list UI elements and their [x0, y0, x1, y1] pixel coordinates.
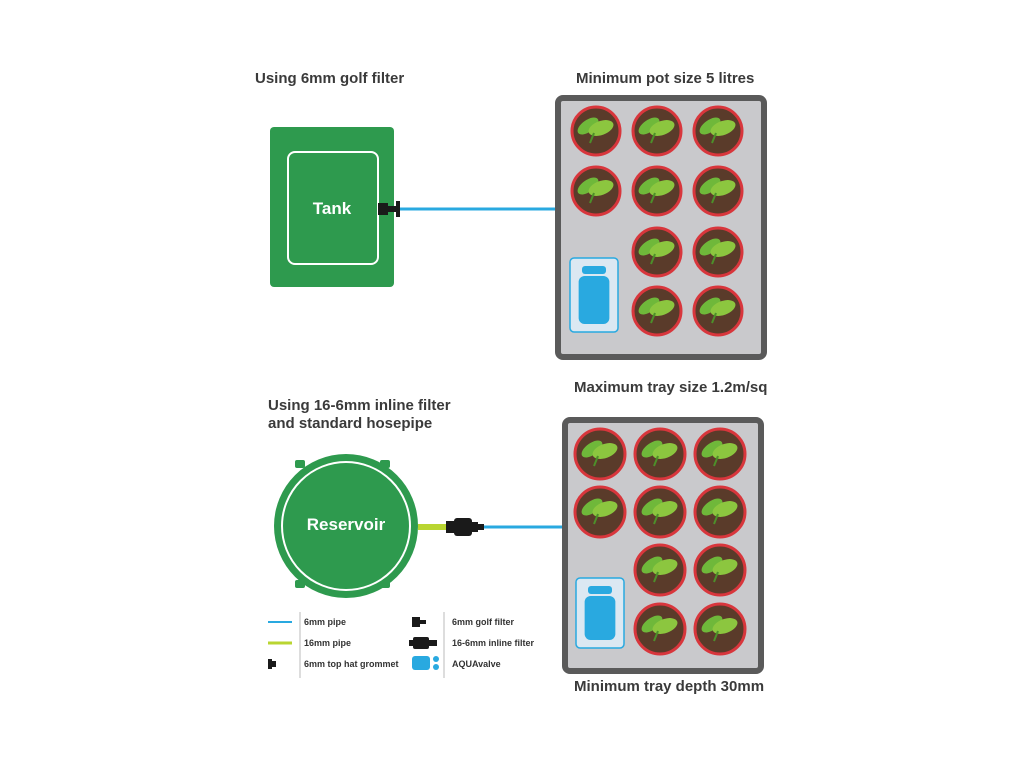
aquavalve	[569, 257, 619, 333]
caption-min-pot-size: Minimum pot size 5 litres	[576, 70, 755, 87]
seedling-icon	[701, 615, 738, 642]
legend-aquavalve-label: AQUAvalve	[452, 659, 501, 669]
plant-pot	[633, 602, 687, 656]
plant-pot	[570, 165, 622, 217]
seedling-icon	[641, 615, 678, 642]
caption-min-tray-depth: Minimum tray depth 30mm	[574, 678, 765, 695]
seedling-icon	[641, 556, 678, 583]
caption-inline-filter-line2: and standard hosepipe	[268, 415, 433, 432]
caption-golf-filter: Using 6mm golf filter	[255, 70, 405, 87]
seedling-icon	[641, 440, 678, 467]
seedling-icon	[701, 498, 738, 525]
plant-pot	[692, 226, 744, 278]
plant-pot	[631, 165, 683, 217]
seedling-icon	[699, 177, 736, 204]
seedling-icon	[581, 440, 618, 467]
caption-inline-filter-line1: Using 16-6mm inline filter	[268, 397, 451, 414]
golf-filter-icon	[378, 201, 400, 217]
plant-pot	[633, 427, 687, 481]
plant-pot	[633, 485, 687, 539]
seedling-icon	[638, 177, 675, 204]
legend-golf-filter-icon	[412, 617, 426, 627]
plant-pot	[692, 285, 744, 337]
plant-pot	[570, 105, 622, 157]
plant-pot	[631, 285, 683, 337]
seedling-icon	[701, 440, 738, 467]
legend-golf-filter-label: 6mm golf filter	[452, 617, 515, 627]
plant-pot	[693, 602, 747, 656]
plant-pot	[693, 427, 747, 481]
plant-pot	[573, 485, 627, 539]
legend-6mm-pipe-label: 6mm pipe	[304, 617, 347, 627]
plant-pot	[692, 165, 744, 217]
aquavalve	[575, 577, 625, 649]
seedling-icon	[638, 117, 675, 144]
reservoir-label: Reservoir	[306, 515, 386, 534]
inline-filter-icon	[446, 518, 484, 536]
seedling-icon	[699, 117, 736, 144]
plant-pot	[631, 226, 683, 278]
tank: Tank	[270, 127, 394, 287]
seedling-icon	[581, 498, 618, 525]
tank-label: Tank	[312, 199, 352, 218]
legend-inline-filter-icon	[409, 637, 437, 649]
seedling-icon	[701, 556, 738, 583]
plant-pot	[633, 543, 687, 597]
legend-16mm-pipe-label: 16mm pipe	[304, 638, 352, 648]
plant-pot	[693, 485, 747, 539]
seedling-icon	[699, 297, 736, 324]
seedling-icon	[577, 117, 614, 144]
plant-pot	[693, 543, 747, 597]
seedling-icon	[699, 238, 736, 265]
seedling-icon	[638, 297, 675, 324]
caption-max-tray-size: Maximum tray size 1.2m/sq	[574, 379, 768, 396]
legend-grommet-label: 6mm top hat grommet	[304, 659, 399, 669]
plant-pot	[573, 427, 627, 481]
legend-aquavalve-icon	[412, 656, 439, 670]
seedling-icon	[577, 177, 614, 204]
legend-grommet-icon	[268, 659, 276, 669]
seedling-icon	[638, 238, 675, 265]
seedling-icon	[641, 498, 678, 525]
legend-inline-filter-label: 16-6mm inline filter	[452, 638, 535, 648]
plant-pot	[692, 105, 744, 157]
plant-pot	[631, 105, 683, 157]
